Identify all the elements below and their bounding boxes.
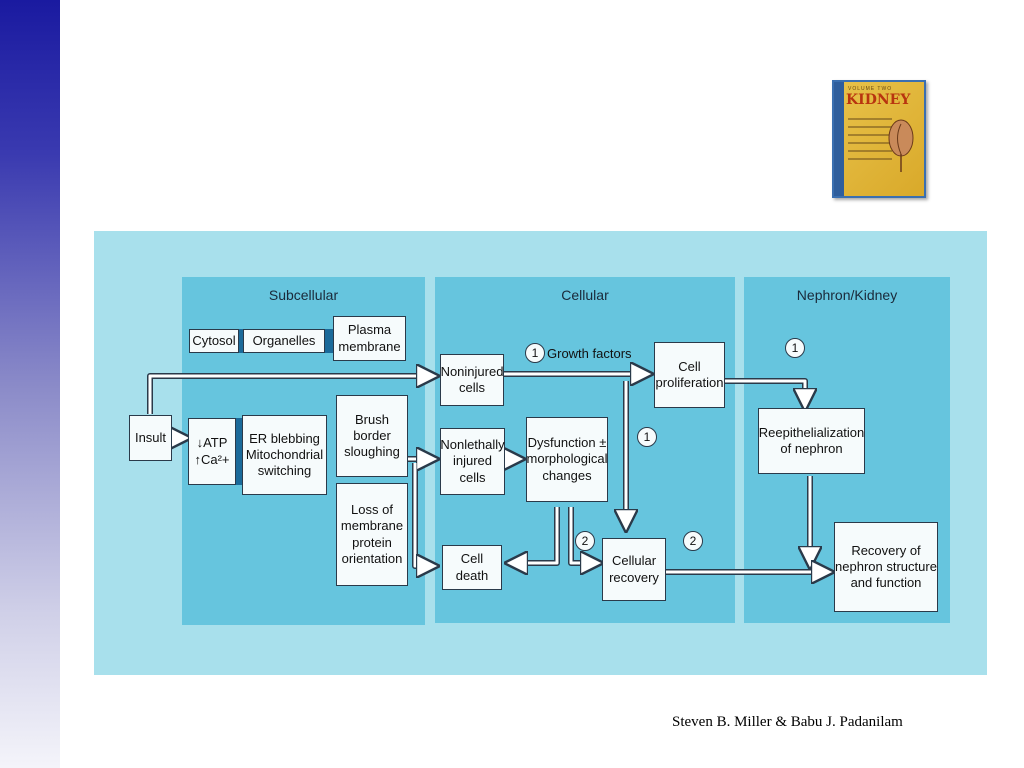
insult-box: Insult [129, 415, 172, 461]
cytosol-box: Cytosol [189, 329, 239, 353]
kidney-illustration-icon [888, 119, 914, 172]
insult-label: Insult [134, 429, 167, 445]
er-blebbing-box: ER blebbing Mitochondrial switching [242, 415, 327, 495]
dysfunction-box: Dysfunction ± morphological changes [526, 417, 608, 502]
book-spine-strip [834, 82, 844, 196]
cytosol-label: Cytosol [192, 332, 236, 348]
brush-border-label: Brush border sloughing [344, 411, 400, 460]
diagram-panel: Subcellular Cellular Nephron/Kidney [94, 231, 987, 675]
organelles-separator [325, 329, 333, 353]
book-text-lines [848, 112, 892, 166]
step-badge-recovery-right: 2 [683, 531, 703, 551]
atp-separator [236, 418, 242, 485]
cell-death-box: Cell death [442, 545, 502, 590]
cell-death-label: Cell death [455, 551, 489, 583]
step-badge-recovery-left: 2 [575, 531, 595, 551]
step-badge-growth: 1 [525, 343, 545, 363]
reepithelialization-label: Reepithelialization of nephron [758, 424, 865, 456]
noninjured-cells-box: Noninjured cells [440, 354, 504, 406]
noninjured-label: Noninjured cells [440, 363, 504, 395]
cell-proliferation-label: Cell proliferation [655, 358, 724, 390]
book-title: KIDNEY [846, 92, 911, 108]
slide-side-bar [0, 0, 60, 768]
author-credit: Steven B. Miller & Babu J. Padanilam [672, 714, 903, 730]
reepithelialization-box: Reepithelialization of nephron [758, 408, 865, 474]
cell-proliferation-box: Cell proliferation [654, 342, 725, 408]
nephron-title: Nephron/Kidney [796, 287, 898, 303]
nonlethally-label: Nonlethally injured cells [440, 437, 505, 485]
flow-arrows [147, 231, 987, 675]
atp-ca-box: ↓ATP ↑Ca²+ [188, 418, 236, 485]
cellular-title: Cellular [561, 287, 609, 303]
plasma-membrane-label: Plasma membrane [338, 322, 401, 354]
atp-ca-label: ↓ATP ↑Ca²+ [194, 435, 230, 467]
cellular-recovery-label: Cellular recovery [609, 553, 659, 585]
organelles-box: Organelles [243, 329, 325, 353]
loss-membrane-label: Loss of membrane protein orientation [340, 502, 404, 566]
kidney-book-cover-image: VOLUME TWO KIDNEY [832, 80, 926, 198]
book-volume: VOLUME TWO [848, 86, 893, 92]
cytosol-separator [239, 329, 243, 353]
recovery-nephron-box: Recovery of nephron structure and functi… [834, 522, 938, 612]
step-badge-nephron: 1 [785, 338, 805, 358]
loss-membrane-box: Loss of membrane protein orientation [336, 483, 408, 586]
cellular-recovery-box: Cellular recovery [602, 538, 666, 601]
dysfunction-label: Dysfunction ± morphological changes [526, 435, 608, 483]
organelles-label: Organelles [252, 332, 316, 348]
recovery-nephron-label: Recovery of nephron structure and functi… [835, 542, 937, 591]
brush-border-box: Brush border sloughing [336, 395, 408, 477]
growth-factors-label: Growth factors [547, 346, 632, 361]
subcellular-title: Subcellular [268, 287, 339, 303]
nonlethally-injured-box: Nonlethally injured cells [440, 428, 505, 495]
step-badge-cellular: 1 [637, 427, 657, 447]
er-blebbing-label: ER blebbing Mitochondrial switching [245, 430, 324, 479]
plasma-membrane-box: Plasma membrane [333, 316, 406, 361]
